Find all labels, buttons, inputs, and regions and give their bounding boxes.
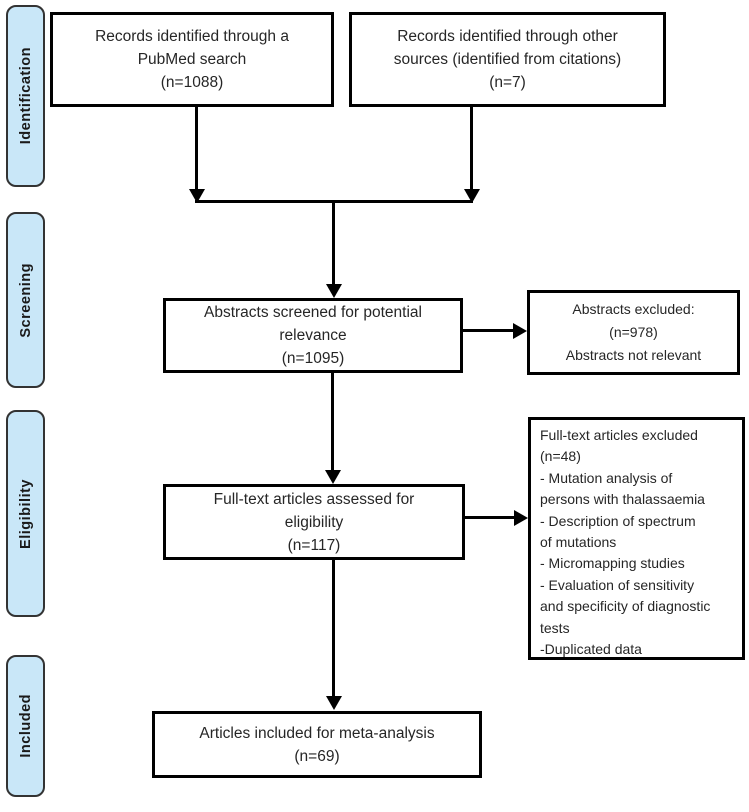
arrowhead-to-screening <box>326 284 342 298</box>
box-abstracts-excluded: Abstracts excluded: (n=978) Abstracts no… <box>527 290 740 375</box>
box-fulltext-assessed: Full-text articles assessed for eligibil… <box>163 484 465 560</box>
stage-identification: Identification <box>6 5 45 187</box>
box-records-pubmed-text: Records identified through a PubMed sear… <box>95 28 289 91</box>
box-fulltext-excluded: Full-text articles excluded (n=48) - Mut… <box>528 417 745 660</box>
stage-eligibility: Eligibility <box>6 410 45 617</box>
stage-identification-label: Identification <box>17 47 34 145</box>
box-records-other-sources-text: Records identified through other sources… <box>393 28 622 91</box>
box-records-pubmed: Records identified through a PubMed sear… <box>50 12 334 107</box>
arrow-line-other-down <box>470 107 473 191</box>
merge-line <box>195 200 473 203</box>
stage-screening-label: Screening <box>17 262 34 338</box>
box-fulltext-assessed-text: Full-text articles assessed for eligibil… <box>213 490 415 554</box>
box-fulltext-excluded-text: Full-text articles excluded (n=48) - Mut… <box>540 427 711 658</box>
arrow-line-to-fulltext-excluded <box>465 516 515 519</box>
stage-included-label: Included <box>17 694 34 758</box>
arrow-line-pubmed-down <box>195 107 198 191</box>
arrow-line-to-screening <box>332 202 335 285</box>
arrow-line-to-abstracts-excluded <box>463 329 514 332</box>
arrowhead-other-down <box>464 189 480 203</box>
arrowhead-to-abstracts-excluded <box>513 322 527 339</box>
arrowhead-to-eligibility <box>325 470 341 484</box>
arrow-line-to-eligibility <box>331 373 334 471</box>
box-articles-included: Articles included for meta-analysis (n=6… <box>152 711 482 778</box>
box-records-other-sources: Records identified through other sources… <box>349 12 666 107</box>
box-abstracts-excluded-text: Abstracts excluded: (n=978) Abstracts no… <box>565 301 702 363</box>
arrowhead-pubmed-down <box>189 189 205 203</box>
arrowhead-to-fulltext-excluded <box>514 509 528 526</box>
box-articles-included-text: Articles included for meta-analysis (n=6… <box>199 724 435 765</box>
arrowhead-to-included <box>326 696 342 710</box>
stage-included: Included <box>6 655 45 797</box>
stage-eligibility-label: Eligibility <box>17 478 34 549</box>
box-abstracts-screened: Abstracts screened for potential relevan… <box>163 298 463 373</box>
arrow-line-to-included <box>332 560 335 697</box>
stage-screening: Screening <box>6 212 45 388</box>
box-abstracts-screened-text: Abstracts screened for potential relevan… <box>204 304 422 367</box>
